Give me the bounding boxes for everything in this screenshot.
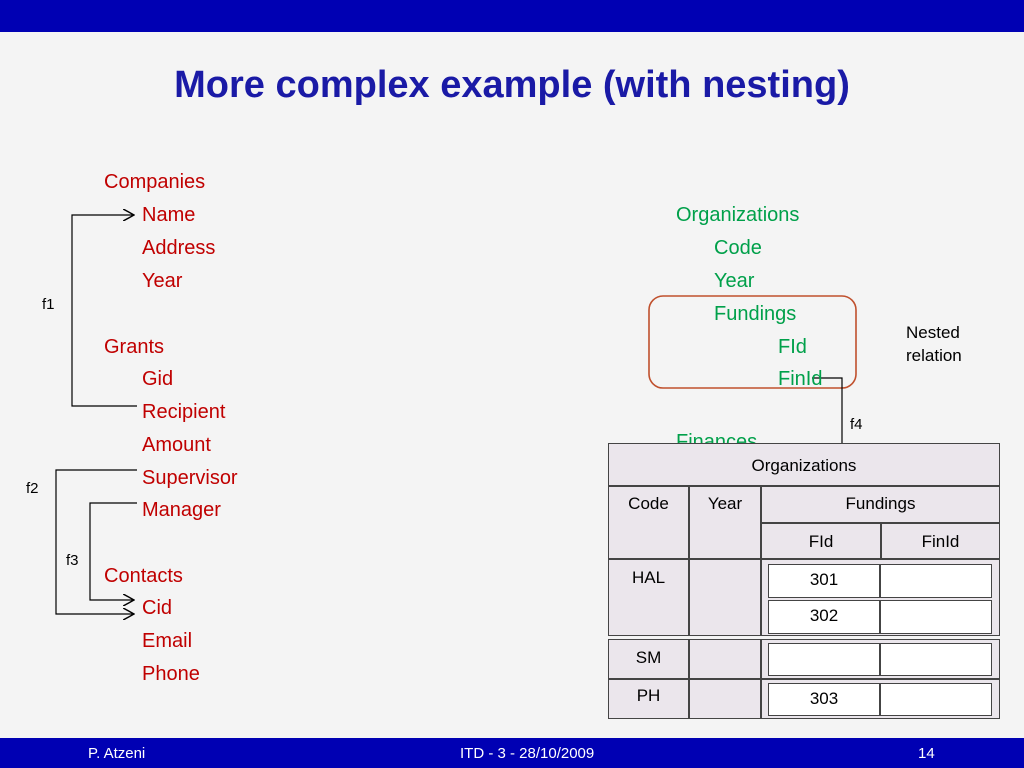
grants-amount-attr: Amount [142,434,211,456]
companies-year-attr: Year [142,270,183,292]
grants-manager-attr: Manager [142,499,221,521]
grants-gid-attr: Gid [142,368,174,390]
footer-bar: P. Atzeni ITD - 3 - 28/10/2009 14 [0,738,1024,768]
table-row-ph-year [689,679,761,719]
organizations-relation: Organizations [676,204,800,226]
footer-page-number: 14 [918,745,935,762]
table-title: Organizations [608,443,1000,486]
nested-note-line2: relation [906,346,962,365]
grants-recipient-attr: Recipient [142,401,226,423]
organizations-fundings-attr: Fundings [714,303,797,325]
fundings-highlight [648,295,857,389]
footer-author: P. Atzeni [88,745,146,762]
fid-header: FId [761,523,881,559]
finances-relation-partial: Finances [676,431,758,444]
hal-fid-302: 302 [768,600,880,634]
footer-course: ITD - 3 - 28/10/2009 [460,745,595,762]
hal-finid-1 [880,564,992,598]
fundings-finid-attr: FinId [778,368,823,390]
sm-finid [880,643,992,676]
hal-fid-301: 301 [768,564,880,598]
f1-connector [71,215,137,407]
table-row-sm-year [689,639,761,679]
contacts-cid-attr: Cid [142,597,173,619]
code-header: Code [608,486,689,559]
nested-note-line1: Nested [906,323,960,342]
organizations-code-attr: Code [714,237,762,259]
ph-finid [880,683,992,716]
contacts-email-attr: Email [142,630,193,652]
companies-relation: Companies [104,171,206,193]
f3-label: f3 [66,552,79,569]
f2-connector [55,469,137,614]
table-row-hal-code: HAL [608,559,689,636]
nested-relation-note: Nested relation [906,321,962,367]
grants-relation: Grants [104,336,165,358]
companies-name-attr: Name [142,204,196,226]
contacts-relation: Contacts [104,565,183,587]
year-header: Year [689,486,761,559]
finid-header: FinId [881,523,1000,559]
contacts-phone-attr: Phone [142,663,200,685]
table-row-hal-year [689,559,761,636]
f1-label: f1 [42,296,55,313]
f2-label: f2 [26,480,39,497]
organizations-year-attr: Year [714,270,755,292]
slide-title: More complex example (with nesting) [174,64,850,106]
table-row-sm-code: SM [608,639,689,679]
fundings-fid-attr: FId [778,336,807,358]
f4-connector [812,377,843,445]
f3-connector [89,502,137,600]
fundings-header: Fundings [761,486,1000,523]
sm-fid [768,643,880,676]
table-row-ph-code: PH [608,679,689,719]
top-bar [0,0,1024,32]
companies-address-attr: Address [142,237,216,259]
ph-fid-303: 303 [768,683,880,716]
grants-supervisor-attr: Supervisor [142,467,238,489]
f4-label: f4 [850,416,863,433]
hal-finid-2 [880,600,992,634]
